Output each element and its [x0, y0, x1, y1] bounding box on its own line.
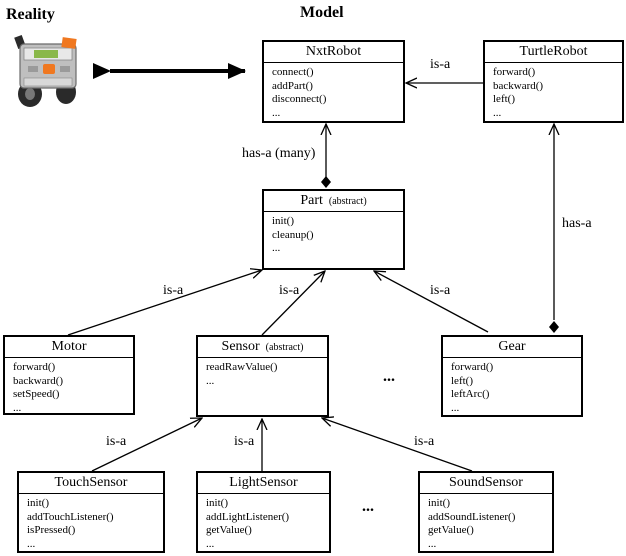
label-is-a-light: is-a — [234, 434, 255, 449]
abstract-stereotype: (abstract) — [265, 342, 304, 353]
operation: disconnect() — [272, 93, 327, 105]
class-title: Sensor — [221, 339, 260, 354]
touch-isa-sensor — [91, 418, 202, 472]
label-is-a-touch: is-a — [106, 434, 127, 449]
label-is-a-sensor: is-a — [279, 283, 300, 298]
operation: cleanup() — [272, 228, 314, 241]
operation: backward() — [13, 374, 64, 387]
label-has-a-gear: has-a — [562, 216, 592, 231]
operation: ... — [428, 537, 437, 550]
operation: forward() — [493, 66, 536, 78]
operation: getValue() — [206, 524, 252, 536]
operation: addPart() — [272, 79, 313, 92]
label-is-a-sound: is-a — [414, 434, 435, 449]
operation: ... — [206, 374, 215, 387]
class-turtlerobot: TurtleRobot forward() backward() left() … — [483, 40, 624, 123]
motor-isa-part — [67, 270, 262, 336]
operation: forward() — [13, 361, 56, 373]
class-sensor: Sensor (abstract) readRawValue() ... — [196, 335, 329, 417]
operation: left() — [493, 93, 515, 105]
class-name: NxtRobot — [264, 42, 403, 63]
class-name: TouchSensor — [19, 473, 163, 494]
operation-list: init() addLightListener() getValue() ... — [198, 494, 329, 551]
gear-isa-part — [374, 271, 489, 333]
class-nxtrobot: NxtRobot connect() addPart() disconnect(… — [262, 40, 405, 123]
nxt-has-part-diamond — [321, 176, 331, 188]
operation-list: init() addSoundListener() getValue() ... — [420, 494, 552, 551]
label-is-a-motor: is-a — [163, 283, 184, 298]
operation-list: connect() addPart() disconnect() ... — [264, 63, 403, 120]
operation: ... — [27, 537, 36, 550]
operation: isPressed() — [27, 524, 76, 536]
class-motor: Motor forward() backward() setSpeed() ..… — [3, 335, 135, 415]
operation-list: init() cleanup() ... — [264, 212, 403, 256]
class-gear: Gear forward() left() leftArc() ... — [441, 335, 583, 417]
class-soundsensor: SoundSensor init() addSoundListener() ge… — [418, 471, 554, 553]
class-name: Motor — [5, 337, 133, 358]
operation: ... — [493, 106, 502, 119]
label-is-a-gear: is-a — [430, 283, 451, 298]
operation: addTouchListener() — [27, 510, 114, 523]
operation-list: readRawValue() ... — [198, 358, 327, 388]
lego-nxt-robot-icon — [14, 34, 77, 107]
class-name: Part (abstract) — [264, 191, 403, 212]
operation: ... — [451, 401, 460, 414]
label-is-a-turtle: is-a — [430, 57, 451, 72]
operation: ... — [13, 401, 22, 414]
operation: setSpeed() — [13, 388, 60, 400]
operation: init() — [206, 497, 228, 509]
class-name: LightSensor — [198, 473, 329, 494]
operation: connect() — [272, 66, 314, 78]
label-has-a-many: has-a (many) — [242, 146, 316, 161]
operation: ... — [206, 537, 215, 550]
class-lightsensor: LightSensor init() addLightListener() ge… — [196, 471, 331, 553]
operation-list: forward() left() leftArc() ... — [443, 358, 581, 415]
operation: readRawValue() — [206, 361, 278, 373]
more-parts-ellipsis: ... — [383, 368, 395, 385]
operation: getValue() — [428, 524, 474, 536]
more-sensors-ellipsis: ... — [362, 498, 374, 515]
operation-list: forward() backward() left() ... — [485, 63, 622, 120]
operation: backward() — [493, 79, 544, 92]
class-name: SoundSensor — [420, 473, 552, 494]
turtle-has-gear-diamond — [549, 321, 559, 333]
operation: init() — [27, 497, 49, 509]
class-name: TurtleRobot — [485, 42, 622, 63]
sensor-isa-part — [261, 271, 325, 336]
operation: addLightListener() — [206, 510, 290, 523]
operation: left() — [451, 374, 473, 387]
operation: init() — [428, 497, 450, 509]
class-part: Part (abstract) init() cleanup() ... — [262, 189, 405, 270]
operation-list: init() addTouchListener() isPressed() ..… — [19, 494, 163, 551]
operation: addSoundListener() — [428, 510, 516, 523]
operation: init() — [272, 215, 294, 227]
operation-list: forward() backward() setSpeed() ... — [5, 358, 133, 415]
class-title: Part — [300, 193, 323, 208]
operation: ... — [272, 106, 281, 119]
reality-heading: Reality — [6, 6, 55, 23]
class-name: Gear — [443, 337, 581, 358]
class-touchsensor: TouchSensor init() addTouchListener() is… — [17, 471, 165, 553]
operation: ... — [272, 242, 281, 254]
operation: leftArc() — [451, 388, 490, 400]
model-heading: Model — [300, 4, 344, 21]
operation: forward() — [451, 361, 494, 373]
abstract-stereotype: (abstract) — [328, 196, 367, 207]
sound-isa-sensor — [322, 418, 473, 472]
class-name: Sensor (abstract) — [198, 337, 327, 358]
